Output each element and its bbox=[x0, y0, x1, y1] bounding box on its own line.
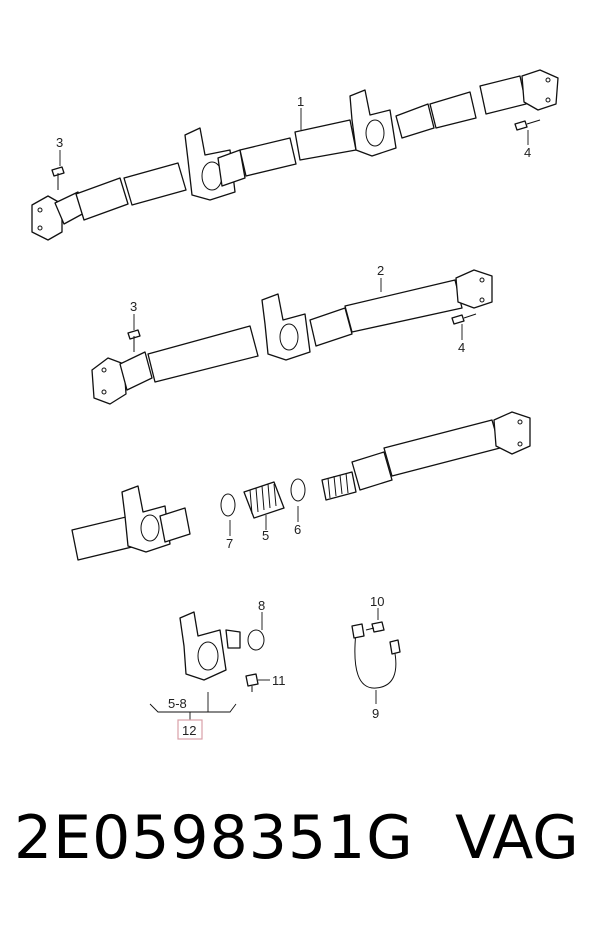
callout-5: 5 bbox=[262, 528, 269, 543]
propshaft-assembly-3: 7 5 6 bbox=[71, 411, 531, 561]
callout-8: 8 bbox=[258, 598, 265, 613]
center-bearing-detail: 8 11 5-8 12 bbox=[149, 598, 286, 740]
part-number: 2E0598351G bbox=[14, 803, 414, 873]
callout-1: 1 bbox=[297, 94, 304, 109]
callout-4a: 4 bbox=[524, 145, 531, 160]
propshaft-assembly-1: 1 3 4 bbox=[31, 69, 559, 241]
callout-10: 10 bbox=[370, 594, 384, 609]
exploded-parts-diagram: 1 3 4 bbox=[31, 69, 559, 740]
brand-name: VAG bbox=[455, 803, 579, 873]
callout-4b: 4 bbox=[458, 340, 465, 355]
callout-5-8: 5-8 bbox=[168, 696, 187, 711]
callout-11: 11 bbox=[272, 673, 286, 688]
callout-3b: 3 bbox=[130, 299, 137, 314]
callout-2: 2 bbox=[377, 263, 384, 278]
u-clamp-detail: 10 9 bbox=[351, 594, 401, 721]
callout-12: 12 bbox=[182, 723, 196, 738]
callout-6: 6 bbox=[294, 522, 301, 537]
callout-7: 7 bbox=[226, 536, 233, 551]
callout-9: 9 bbox=[372, 706, 379, 721]
propshaft-assembly-2: 2 3 4 bbox=[91, 263, 493, 405]
callout-3a: 3 bbox=[56, 135, 63, 150]
highlight-box-12 bbox=[177, 719, 203, 740]
